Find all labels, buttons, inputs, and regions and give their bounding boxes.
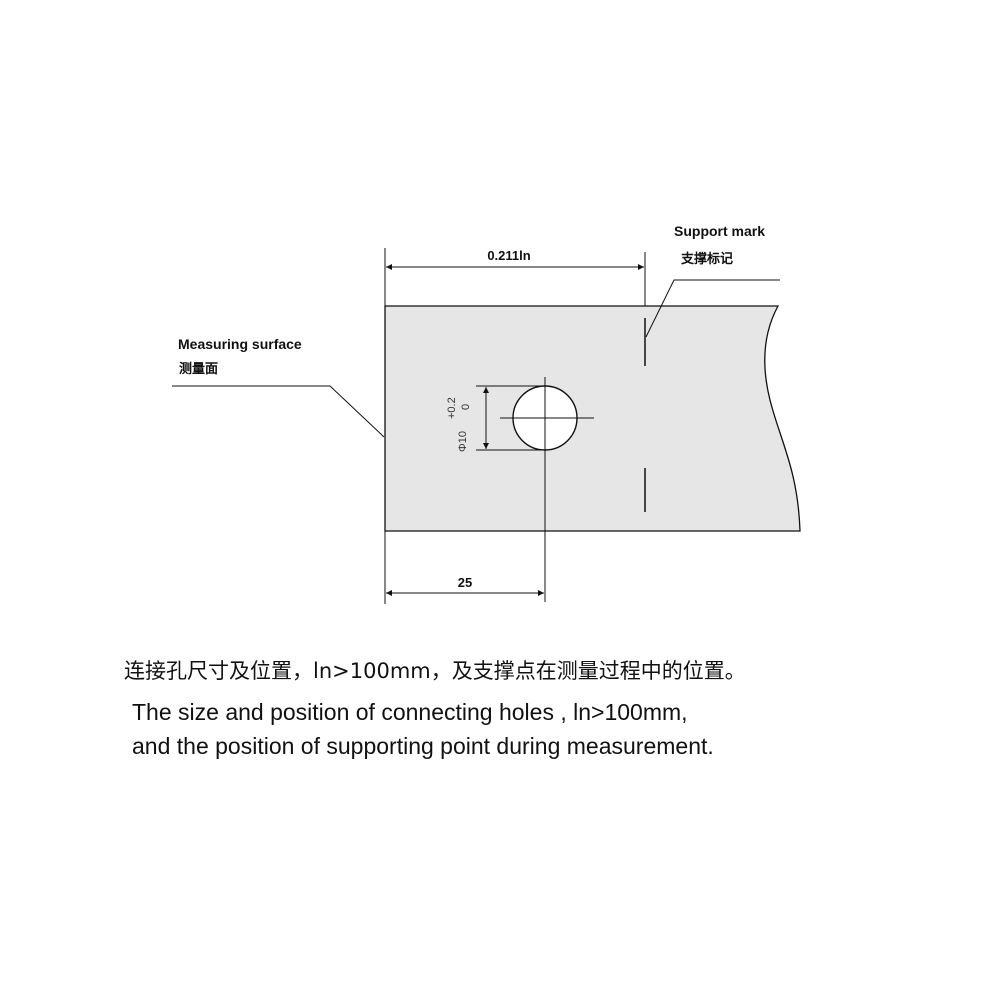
hole-diameter-label: Φ10 xyxy=(457,431,469,452)
bottom-dimension-label: 25 xyxy=(458,575,472,590)
caption-chinese: 连接孔尺寸及位置，ln>100mm，及支撑点在测量过程中的位置。 xyxy=(124,659,746,683)
support-mark-label: Support mark xyxy=(674,223,765,239)
hole-tolerance-lower: 0 xyxy=(460,404,472,410)
top-dimension-label: 0.211ln xyxy=(487,248,530,263)
caption-english-line-2: and the position of supporting point dur… xyxy=(132,733,714,759)
measuring-surface-label-cn: 测量面 xyxy=(179,361,218,377)
measuring-surface-label: Measuring surface xyxy=(178,336,302,352)
support-mark-label-cn: 支撑标记 xyxy=(680,251,733,267)
measuring-surface-leader xyxy=(172,385,385,438)
support-mark-leader xyxy=(645,279,780,338)
caption-english-line-1: The size and position of connecting hole… xyxy=(132,699,688,725)
hole-tolerance-upper: +0.2 xyxy=(446,397,458,419)
